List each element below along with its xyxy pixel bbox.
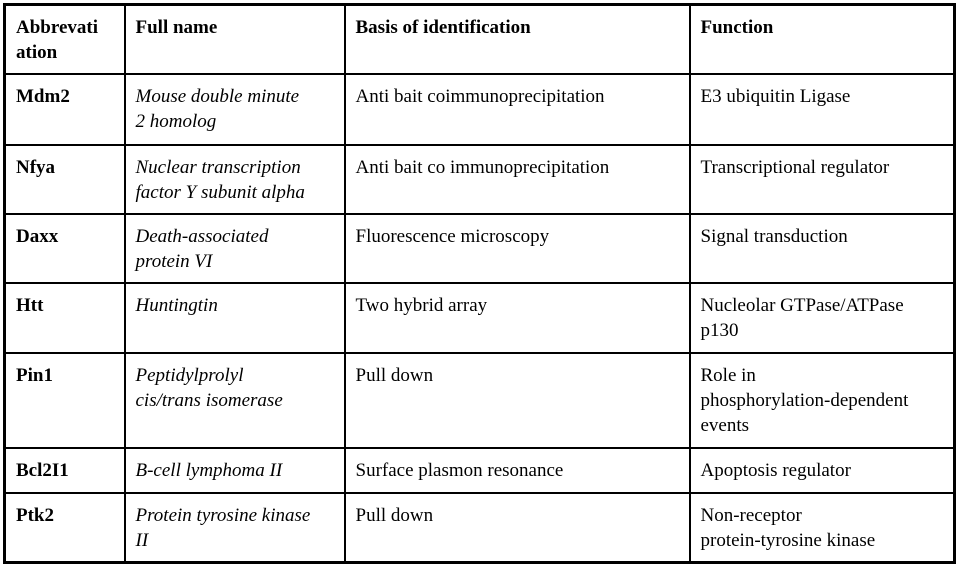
table-row: Htt Huntingtin Two hybrid array Nucleola…	[3, 281, 956, 354]
cell-abbreviation: Htt	[3, 281, 126, 354]
cell-full-name: Mouse double minute 2 homolog	[123, 72, 346, 146]
cell-abbreviation: Daxx	[3, 212, 126, 284]
cell-abbreviation: Bcl2I1	[3, 446, 126, 494]
cell-basis: Fluorescence microscopy	[343, 212, 691, 284]
column-header-function: Function	[688, 3, 956, 75]
cell-abbreviation: Pin1	[3, 351, 126, 449]
cell-full-name: Protein tyrosine kinase II	[123, 491, 346, 564]
cell-basis: Pull down	[343, 491, 691, 564]
cell-full-name: Peptidylprolyl cis/trans isomerase	[123, 351, 346, 449]
cell-function: Transcriptional regulator	[688, 143, 956, 215]
cell-function: Apoptosis regulator	[688, 446, 956, 494]
cell-full-name: Huntingtin	[123, 281, 346, 354]
cell-full-name: B-cell lymphoma II	[123, 446, 346, 494]
cell-function: Nucleolar GTPase/ATPase p130	[688, 281, 956, 354]
table-row: Pin1 Peptidylprolyl cis/trans isomerase …	[3, 351, 956, 449]
table-header-row: Abbrevati ation Full name Basis of ident…	[3, 3, 956, 75]
cell-full-name: Death-associated protein VI	[123, 212, 346, 284]
table-row: Nfya Nuclear transcription factor Y subu…	[3, 143, 956, 215]
cell-abbreviation: Mdm2	[3, 72, 126, 146]
cell-function: Non-receptor protein-tyrosine kinase	[688, 491, 956, 564]
cell-abbreviation: Ptk2	[3, 491, 126, 564]
cell-abbreviation: Nfya	[3, 143, 126, 215]
cell-basis: Anti bait co immunoprecipitation	[343, 143, 691, 215]
cell-full-name: Nuclear transcription factor Y subunit a…	[123, 143, 346, 215]
cell-basis: Pull down	[343, 351, 691, 449]
cell-basis: Two hybrid array	[343, 281, 691, 354]
column-header-full-name: Full name	[123, 3, 346, 75]
column-header-abbreviation: Abbrevati ation	[3, 3, 126, 75]
cell-function: E3 ubiquitin Ligase	[688, 72, 956, 146]
cell-function: Role in phosphorylation-dependent events	[688, 351, 956, 449]
cell-function: Signal transduction	[688, 212, 956, 284]
table-row: Ptk2 Protein tyrosine kinase II Pull dow…	[3, 491, 956, 564]
cell-basis: Surface plasmon resonance	[343, 446, 691, 494]
column-header-basis: Basis of identification	[343, 3, 691, 75]
table-row: Mdm2 Mouse double minute 2 homolog Anti …	[3, 72, 956, 146]
cell-basis: Anti bait coimmunoprecipitation	[343, 72, 691, 146]
protein-interaction-table: Abbrevati ation Full name Basis of ident…	[3, 3, 956, 564]
table-row: Daxx Death-associated protein VI Fluores…	[3, 212, 956, 284]
table-row: Bcl2I1 B-cell lymphoma II Surface plasmo…	[3, 446, 956, 494]
